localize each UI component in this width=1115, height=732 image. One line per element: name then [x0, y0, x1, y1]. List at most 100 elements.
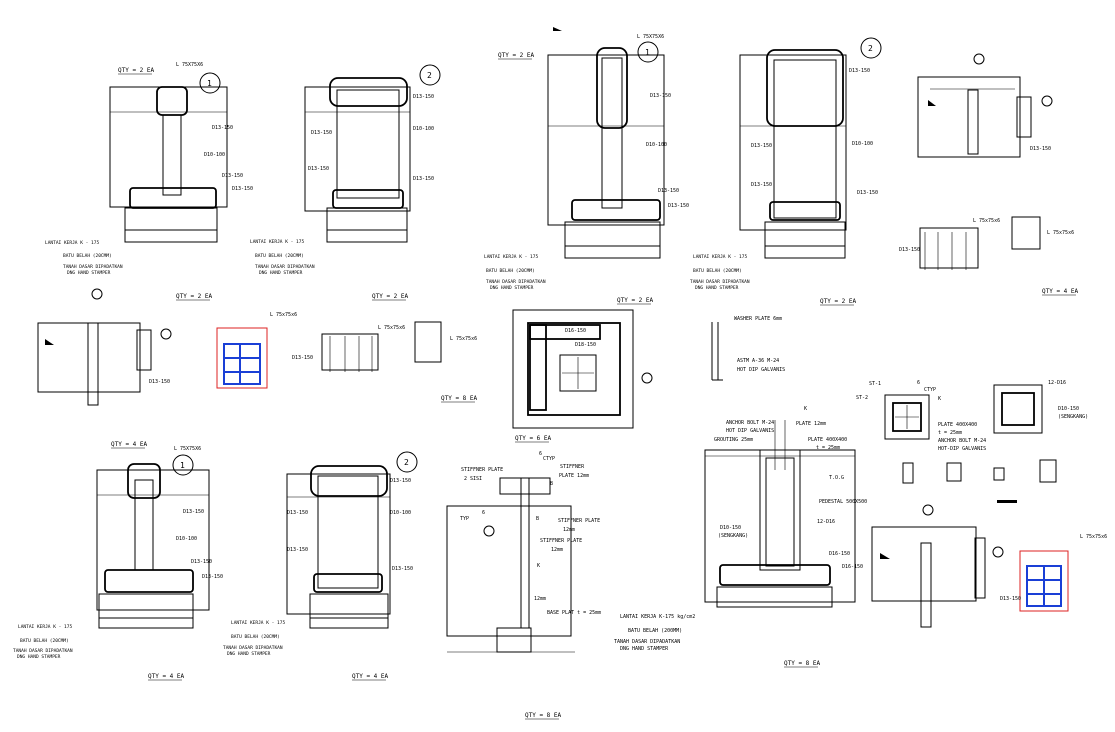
rebar-label: D13-150	[751, 182, 772, 188]
qty-label: QTY = 8 EA	[784, 660, 821, 667]
layer-label: LANTAI KERJA K - 175	[231, 620, 285, 626]
layer-label: DNG HAND STAMPER	[620, 646, 669, 652]
qty-label: QTY = 2 EA	[118, 67, 155, 74]
qty-label: QTY = 4 EA	[148, 673, 185, 680]
pedestal-elevation: ANCHOR BOLT M-24 HOT DIP GALVANIS GROUTI…	[614, 406, 867, 668]
column-label: 6	[482, 510, 485, 516]
column-label: 2 SISI	[464, 476, 482, 482]
column-label: CTYP	[543, 456, 555, 462]
small-details	[902, 459, 1057, 503]
layer-label: LANTAI KERJA K - 175	[484, 254, 538, 260]
layer-label: BATU BELAH (20CMM)	[20, 638, 69, 644]
plan-label: 6	[917, 380, 920, 386]
qty-label: QTY = 6 EA	[515, 435, 552, 442]
qty-label: QTY = 2 EA	[176, 293, 213, 300]
rebar-label: D13-150	[849, 68, 870, 74]
layer-label: LANTAI KERJA K-175 kg/cm2	[620, 614, 695, 620]
rebar-label: D13-150	[390, 478, 411, 484]
pedestal-label: K	[804, 406, 807, 412]
layer-label: LANTAI KERJA K - 175	[250, 239, 304, 245]
pedestal-section: 12-D16 D10-150 (SENGKANG)	[993, 380, 1088, 434]
rebar-label: D13-150	[232, 186, 253, 192]
anchor-label: WASHER PLATE 6mm	[734, 316, 782, 322]
rebar-label: D18-150	[575, 342, 596, 348]
qty-label: QTY = 4 EA	[352, 673, 389, 680]
angle-label: L 75x75x6	[973, 218, 1000, 224]
rebar-label: D13-150	[212, 125, 233, 131]
qty-label: QTY = 2 EA	[820, 298, 857, 305]
plan-label: PLATE 400X400	[938, 422, 977, 428]
rebar-label: D16-150	[565, 328, 586, 334]
layer-label: TANAH DASAR DIPADATKAN	[13, 648, 73, 654]
pedestal-label: 12-D16	[817, 519, 835, 525]
foundation-detail-4: 2 D13-150 D13-150 D10-100 D13-150 D13-15…	[690, 37, 882, 306]
plan-label: ST-2	[856, 395, 868, 401]
pedestal-label: T.O.G	[829, 475, 844, 481]
rebar-label: D10-100	[176, 536, 197, 542]
layer-label: DNG HAND STAMPER	[490, 285, 534, 291]
pedestal-label: ANCHOR BOLT M-24	[726, 420, 774, 426]
qty-label: QTY = 4 EA	[1042, 288, 1079, 295]
pedestal-label: (SENGKANG)	[718, 533, 748, 539]
rebar-label: D13-150	[311, 130, 332, 136]
rebar-label: D13-150	[392, 566, 413, 572]
plan-label: t = 25mm	[938, 430, 962, 436]
qty-label: QTY = 2 EA	[498, 52, 535, 59]
angle-section	[414, 321, 442, 363]
angle-comb-2: L 75x75x6 D13-150 QTY = 2 EA	[292, 293, 409, 372]
angle-label: L 75X75X6	[174, 446, 201, 452]
rebar-label: D10-100	[852, 141, 873, 147]
angle-comb-1: L 75x75x6 D13-150	[899, 218, 1000, 270]
layer-label: BATU BELAH (20CMM)	[486, 268, 535, 274]
rebar-label: D13-150	[658, 188, 679, 194]
foundation-detail-5: QTY = 4 EA 1 L 75X75X6 D13-150 D10-100 D…	[13, 441, 223, 681]
layer-label: DNG HAND STAMPER	[695, 285, 739, 291]
rebar-label: D13-150	[287, 510, 308, 516]
layer-label: TANAH DASAR DIPADATKAN	[614, 639, 680, 645]
callout-1: 1	[645, 48, 650, 57]
plan-label: K	[938, 396, 941, 402]
callout-1: 1	[180, 461, 185, 470]
layer-label: LANTAI KERJA K - 175	[45, 240, 99, 246]
column-elevation-left: D13-150 QTY = 2 EA	[37, 288, 213, 406]
column-elevation-topright: D13-150 L 75x75x6 D13-150 L 75x75x6 QTY …	[899, 53, 1079, 296]
qty-label: QTY = 8 EA	[441, 395, 478, 402]
rebar-label: D13-150	[413, 176, 434, 182]
layer-label: LANTAI KERJA K - 175	[18, 624, 72, 630]
rebar-label: D13-150	[292, 355, 313, 361]
rebar-label: D13-150	[413, 94, 434, 100]
column-label: K	[537, 563, 540, 569]
base-plate-plan: QTY = 2 EA D16-150 D18-150 QTY = 6 EA	[512, 297, 654, 443]
rebar-label: D13-150	[308, 166, 329, 172]
angle-label: L 75x75x6	[450, 336, 477, 342]
pedestal-label: D16-150	[829, 551, 850, 557]
plan-label: (SENGKANG)	[1058, 414, 1088, 420]
foundation-detail-3: QTY = 2 EA 1 L 75X75X6 D13-150 D10-100 D…	[484, 34, 689, 291]
plan-label: 12-D16	[1048, 380, 1066, 386]
pedestal-label: D16-150	[842, 564, 863, 570]
column-label: PLATE 12mm	[559, 473, 589, 479]
callout-2: 2	[868, 44, 873, 53]
column-label: STIFFNER PLATE	[558, 518, 600, 524]
layer-label: BATU BELAH (20CMM)	[693, 268, 742, 274]
angle-label: L 75X75X6	[637, 34, 664, 40]
rebar-label: D13-150	[650, 93, 671, 99]
layer-label: LANTAI KERJA K - 175	[693, 254, 747, 260]
pedestal-label: PLATE 400X400	[808, 437, 847, 443]
plan-label: D10-150	[1058, 406, 1079, 412]
foundation-detail-2: 2 D13-150 D13-150 D10-100 D13-150 D13-15…	[250, 64, 441, 276]
layer-label: DNG HAND STAMPER	[227, 651, 271, 657]
column-label: 12mm	[563, 527, 575, 533]
rebar-label: D10-100	[390, 510, 411, 516]
angle-label: L 75x75x6	[378, 325, 405, 331]
qty-label: QTY = 8 EA	[525, 712, 562, 719]
rebar-label: D13-150	[202, 574, 223, 580]
pedestal-label: GROUTING 25mm	[714, 437, 753, 443]
callout-2: 2	[427, 71, 432, 80]
column-label: STIFFNER	[560, 464, 585, 470]
pedestal-label: PLATE 12mm	[796, 421, 826, 427]
pedestal-label: D10-150	[720, 525, 741, 531]
angle-label: L 75x75x6	[1080, 534, 1107, 540]
rebar-label: D13-150	[287, 547, 308, 553]
